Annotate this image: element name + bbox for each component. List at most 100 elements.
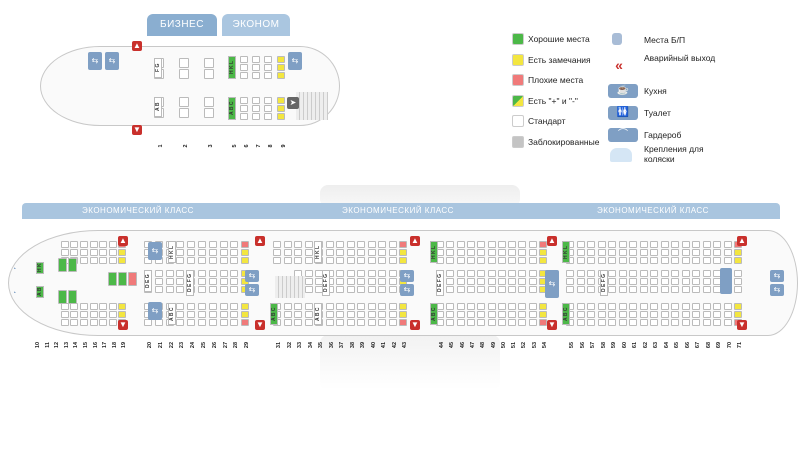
seat[interactable]	[346, 241, 355, 248]
seat[interactable]	[230, 278, 239, 285]
seat[interactable]	[629, 303, 637, 310]
seat[interactable]	[388, 311, 397, 318]
seat[interactable]	[446, 319, 455, 326]
seat[interactable]	[240, 97, 248, 104]
seat[interactable]	[487, 270, 496, 277]
seat[interactable]	[283, 241, 292, 248]
seat[interactable]	[367, 319, 376, 326]
seat[interactable]	[702, 278, 711, 285]
seat[interactable]	[154, 319, 163, 326]
seat[interactable]	[576, 257, 585, 264]
seat[interactable]	[487, 257, 496, 264]
seat[interactable]	[219, 241, 228, 248]
seat[interactable]	[456, 241, 465, 248]
seat[interactable]	[154, 286, 163, 293]
seat[interactable]	[208, 278, 217, 285]
seat[interactable]	[388, 241, 397, 248]
seat[interactable]	[240, 72, 248, 79]
seat[interactable]	[692, 257, 700, 264]
seat[interactable]	[477, 249, 486, 256]
seat[interactable]	[378, 303, 386, 310]
seat[interactable]	[70, 319, 79, 326]
seat[interactable]	[639, 286, 648, 293]
seat[interactable]	[378, 270, 386, 277]
seat[interactable]	[660, 249, 669, 256]
seat[interactable]	[357, 286, 365, 293]
seat[interactable]	[681, 311, 690, 318]
seat[interactable]	[294, 319, 302, 326]
seat[interactable]	[629, 241, 637, 248]
seat[interactable]	[528, 278, 537, 285]
seat[interactable]	[60, 311, 69, 318]
seat[interactable]	[108, 303, 117, 310]
seat[interactable]	[587, 303, 595, 310]
seat[interactable]	[650, 270, 658, 277]
seat[interactable]	[477, 270, 486, 277]
seat[interactable]	[264, 97, 272, 104]
seat[interactable]	[576, 278, 585, 285]
seat[interactable]	[388, 286, 397, 293]
seat[interactable]	[241, 249, 250, 256]
seat[interactable]	[252, 72, 260, 79]
seat[interactable]	[187, 241, 196, 248]
seat[interactable]	[240, 64, 248, 71]
seat[interactable]	[367, 241, 376, 248]
seat[interactable]	[597, 319, 606, 326]
seat[interactable]	[713, 257, 721, 264]
seat[interactable]	[508, 257, 517, 264]
seat[interactable]	[165, 270, 174, 277]
seat[interactable]	[587, 286, 595, 293]
seat[interactable]	[456, 249, 465, 256]
seat[interactable]	[219, 286, 228, 293]
seat[interactable]	[456, 303, 465, 310]
seat[interactable]	[60, 319, 69, 326]
seat[interactable]	[587, 249, 595, 256]
seat[interactable]	[528, 241, 537, 248]
seat[interactable]	[497, 257, 506, 264]
seat[interactable]	[629, 249, 637, 256]
seat[interactable]	[70, 311, 79, 318]
seat[interactable]	[702, 257, 711, 264]
seat[interactable]	[671, 241, 679, 248]
seat[interactable]	[70, 241, 79, 248]
seat[interactable]	[487, 311, 496, 318]
seat[interactable]	[650, 319, 658, 326]
seat[interactable]	[118, 311, 127, 318]
seat[interactable]	[388, 257, 397, 264]
seat[interactable]	[518, 311, 527, 318]
seat[interactable]	[702, 249, 711, 256]
seat[interactable]	[539, 241, 547, 248]
seat[interactable]	[528, 319, 537, 326]
seat[interactable]	[723, 319, 732, 326]
seat[interactable]	[587, 241, 595, 248]
seat[interactable]	[230, 249, 239, 256]
seat[interactable]	[446, 270, 455, 277]
seat[interactable]	[681, 270, 690, 277]
seat[interactable]	[702, 270, 711, 277]
seat[interactable]	[456, 311, 465, 318]
seat[interactable]	[118, 303, 127, 310]
seat[interactable]	[346, 257, 355, 264]
seat[interactable]	[618, 303, 627, 310]
seat[interactable]	[456, 257, 465, 264]
seat[interactable]	[466, 270, 475, 277]
seat-business[interactable]	[179, 58, 189, 68]
seat[interactable]	[518, 303, 527, 310]
seat[interactable]	[230, 319, 239, 326]
seat[interactable]	[508, 286, 517, 293]
seat[interactable]	[723, 241, 732, 248]
seat[interactable]	[734, 249, 742, 256]
seat-business[interactable]	[204, 108, 214, 118]
seat[interactable]	[165, 278, 174, 285]
seat[interactable]	[367, 249, 376, 256]
seat[interactable]	[176, 257, 185, 264]
seat[interactable]	[576, 319, 585, 326]
seat[interactable]	[597, 311, 606, 318]
seat[interactable]	[734, 286, 742, 293]
seat[interactable]	[713, 241, 721, 248]
seat[interactable]	[497, 303, 506, 310]
seat[interactable]	[629, 311, 637, 318]
seat[interactable]	[518, 249, 527, 256]
seat[interactable]	[378, 241, 386, 248]
seat[interactable]	[240, 56, 248, 63]
